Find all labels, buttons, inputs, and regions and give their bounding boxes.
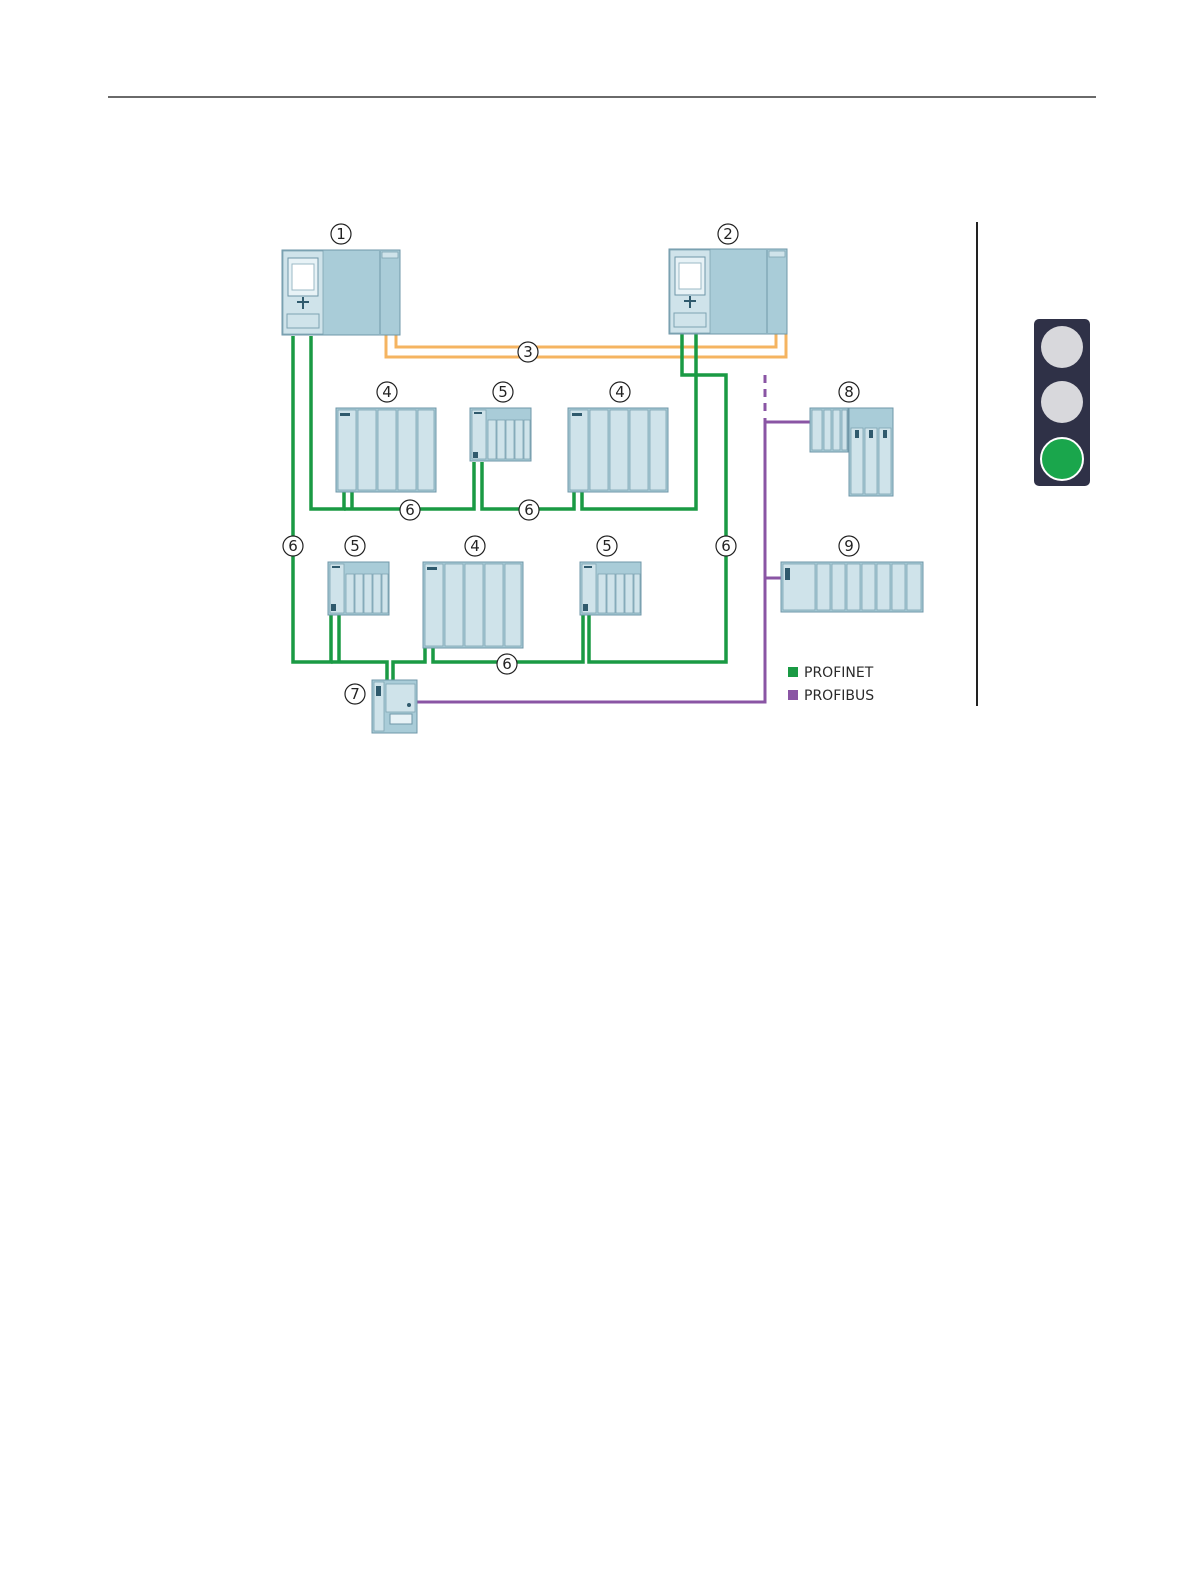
- callout-5: 5: [498, 383, 508, 401]
- legend-label-profibus: PROFIBUS: [804, 688, 874, 704]
- callout-2: 2: [723, 225, 733, 243]
- sync-cables: [386, 334, 786, 357]
- callout-6: 6: [288, 537, 298, 555]
- io-device-4-upper-right: [568, 408, 668, 492]
- callout-4: 4: [470, 537, 480, 555]
- lamp-bottom-green: [1041, 438, 1083, 480]
- callout-9: 9: [844, 537, 854, 555]
- cpu-1: [282, 250, 400, 335]
- io-device-5-upper: [470, 408, 531, 461]
- legend-swatch-profinet: [788, 667, 798, 677]
- legend-label-profinet: PROFINET: [804, 665, 874, 681]
- io-device-9: [781, 562, 923, 612]
- io-device-4-lower: [423, 562, 523, 648]
- io-device-4-upper-left: [336, 408, 436, 492]
- callout-6: 6: [721, 537, 731, 555]
- coupler-7: [372, 680, 417, 733]
- lamp-middle: [1041, 381, 1083, 423]
- callout-4: 4: [382, 383, 392, 401]
- callout-3: 3: [523, 343, 533, 361]
- callout-4: 4: [615, 383, 625, 401]
- io-device-5-lower-right: [580, 562, 641, 615]
- callout-5: 5: [350, 537, 360, 555]
- cpu-2: [669, 249, 787, 334]
- callout-1: 1: [336, 225, 346, 243]
- callout-6: 6: [405, 501, 415, 519]
- callout-5: 5: [602, 537, 612, 555]
- io-device-5-lower-left: [328, 562, 389, 615]
- lamp-top: [1041, 326, 1083, 368]
- legend-swatch-profibus: [788, 690, 798, 700]
- legend: PROFINET PROFIBUS: [788, 665, 874, 704]
- traffic-light: [1034, 319, 1090, 486]
- callout-7: 7: [350, 685, 360, 703]
- callout-8: 8: [844, 383, 854, 401]
- io-device-8: [810, 408, 893, 496]
- callout-6: 6: [502, 655, 512, 673]
- callout-6: 6: [524, 501, 534, 519]
